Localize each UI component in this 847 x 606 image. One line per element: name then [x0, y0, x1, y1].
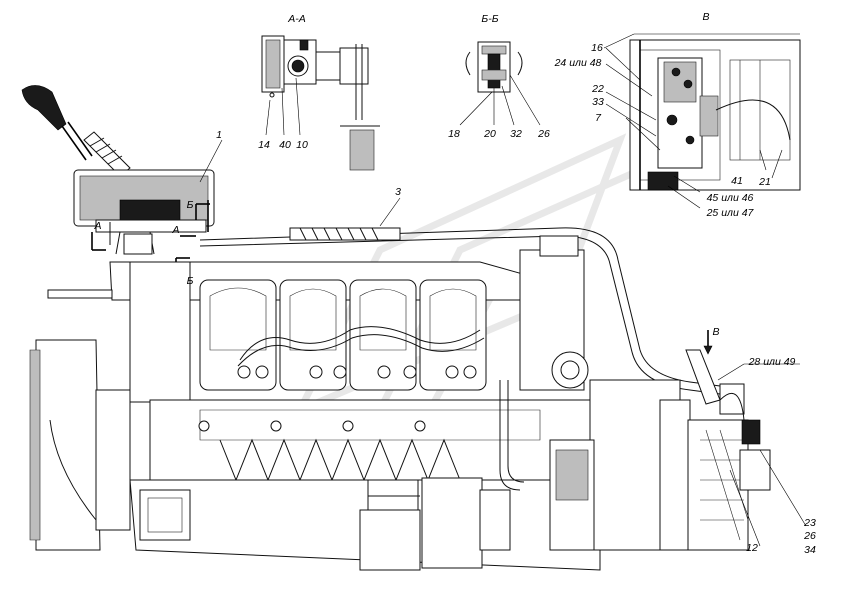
- callout-26b: 26: [803, 530, 816, 542]
- gear-shift-lever: [21, 85, 215, 255]
- section-bb-label: Б-Б: [481, 13, 498, 25]
- callout-23: 23: [803, 517, 816, 529]
- engine-block: [29, 235, 601, 571]
- callout-45-46: 45 или 46: [707, 192, 754, 204]
- view-v-label: В: [702, 11, 709, 23]
- callout-7: 7: [595, 112, 602, 124]
- callout-3: 3: [395, 186, 401, 198]
- callout-12: 12: [746, 542, 758, 554]
- callout-25-47: 25 или 47: [706, 207, 755, 219]
- callout-41: 41: [731, 175, 743, 187]
- section-aa-detail: [261, 35, 380, 171]
- marker-b-top: Б: [187, 199, 194, 211]
- callout-18: 18: [448, 128, 460, 140]
- marker-b-bottom: Б: [187, 275, 194, 287]
- leader-1: [199, 139, 223, 183]
- view-v-detail: [603, 33, 801, 209]
- section-bb-detail: [459, 41, 541, 126]
- callout-32: 32: [510, 128, 522, 140]
- callout-14: 14: [258, 139, 270, 151]
- callout-21: 21: [758, 176, 771, 188]
- callout-10: 10: [296, 139, 308, 151]
- marker-v: В: [712, 326, 719, 338]
- callout-20: 20: [483, 128, 496, 140]
- leader-3: [379, 197, 401, 227]
- callout-40: 40: [279, 139, 291, 151]
- marker-a-left: А: [93, 220, 101, 232]
- gearbox: [549, 349, 807, 551]
- section-aa-label: А-А: [287, 13, 306, 25]
- callout-24-48: 24 или 48: [554, 57, 602, 69]
- callout-33: 33: [592, 96, 604, 108]
- callout-26: 26: [537, 128, 550, 140]
- callout-28-49: 28 или 49: [748, 356, 796, 368]
- marker-a-upper: А: [171, 224, 179, 236]
- callout-34: 34: [804, 544, 816, 556]
- callout-22: 22: [591, 83, 604, 95]
- callout-1: 1: [216, 129, 222, 141]
- callout-16: 16: [591, 42, 603, 54]
